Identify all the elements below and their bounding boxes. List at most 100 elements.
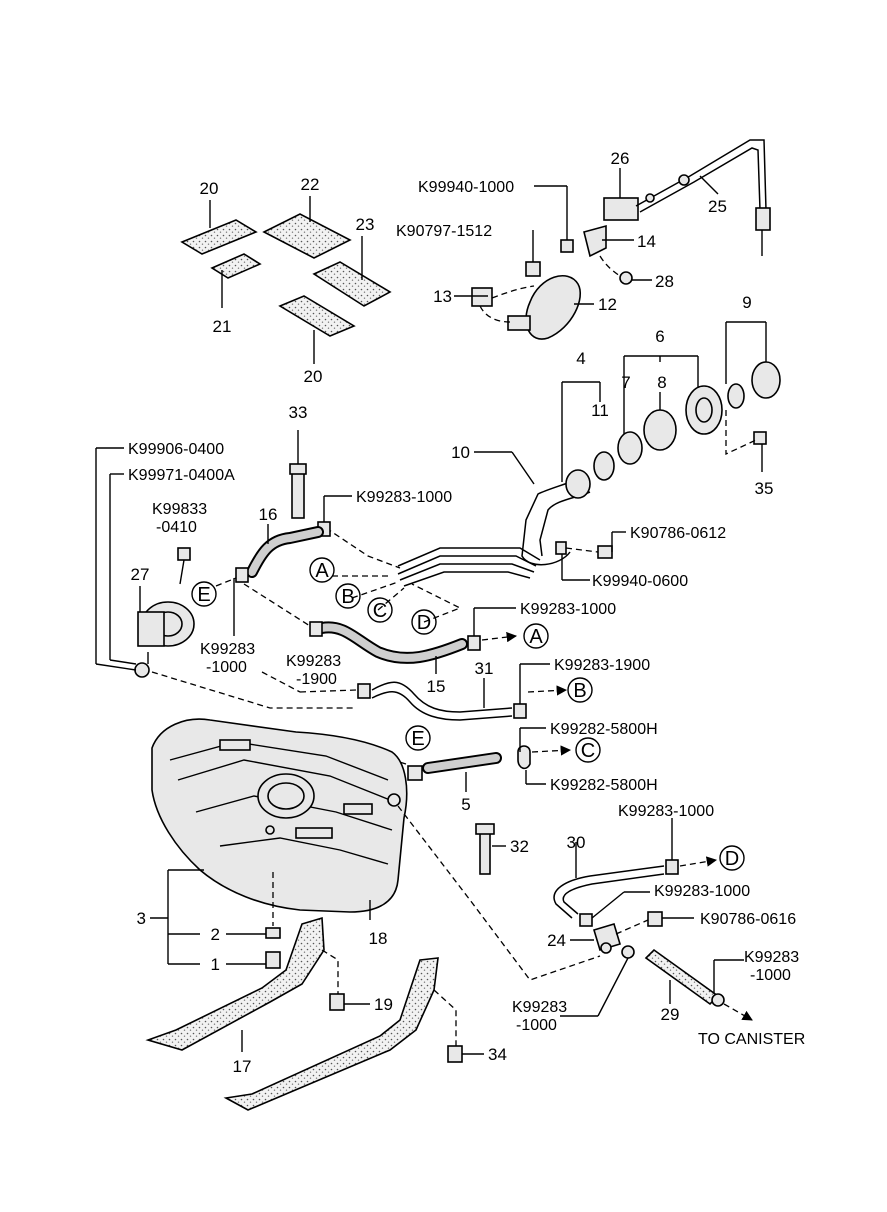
label-18: 18 xyxy=(369,929,388,948)
bracket-14 xyxy=(583,224,607,258)
label-26: 26 xyxy=(611,149,630,168)
bolt-k90786-0612 xyxy=(597,545,613,559)
code-k90786-0612: K90786-0612 xyxy=(630,525,726,542)
label-33: 33 xyxy=(289,403,308,422)
cap-9 xyxy=(751,361,781,399)
insulator-pads xyxy=(180,196,392,364)
svg-text:D: D xyxy=(725,848,739,870)
canister-hose-group xyxy=(553,818,753,1021)
label-17: 17 xyxy=(233,1057,252,1076)
code-k99283-left-line2: -1000 xyxy=(206,659,247,676)
label-30: 30 xyxy=(567,833,586,852)
bolt-1 xyxy=(265,951,281,969)
connector-d-right: D xyxy=(719,845,745,871)
code-k90786-0616: K90786-0616 xyxy=(700,911,796,928)
code-k99283-1000-d: K99283-1000 xyxy=(654,883,750,900)
clip-k99940-0600 xyxy=(555,541,567,555)
hinge-13 xyxy=(471,287,493,307)
label-19: 19 xyxy=(374,995,393,1014)
code-k99282-5800h-a: K99282-5800H xyxy=(550,721,658,738)
pad-20-bottom xyxy=(278,295,356,337)
label-32: 32 xyxy=(510,837,529,856)
code-k99283-left-line1: K99283 xyxy=(200,641,255,658)
svg-text:E: E xyxy=(197,584,210,606)
connector-b-right: B xyxy=(567,677,593,703)
connector-e-pump: E xyxy=(191,581,217,607)
connector-a-right: A xyxy=(523,623,549,649)
tank-straps xyxy=(145,916,484,1111)
pad-22 xyxy=(262,213,352,259)
label-23: 23 xyxy=(356,215,375,234)
clamp-29-right xyxy=(711,993,725,1007)
code-k99940-0600: K99940-0600 xyxy=(592,573,688,590)
connector-c-right: C xyxy=(575,737,601,763)
hose-5-group xyxy=(385,727,572,792)
filler-neck-10 xyxy=(521,479,577,566)
code-k99283-1900: K99283-1900 xyxy=(554,657,650,674)
label-24: 24 xyxy=(547,931,566,950)
latch-26 xyxy=(603,197,639,221)
to-canister-label: TO CANISTER xyxy=(698,1031,805,1048)
code-k99283-1000-a-line: K99283-1000 xyxy=(520,601,616,618)
svg-text:E: E xyxy=(411,728,424,750)
label-21: 21 xyxy=(213,317,232,336)
filler-neck-assembly xyxy=(474,321,781,566)
label-20-top: 20 xyxy=(200,179,219,198)
label-16: 16 xyxy=(259,505,278,524)
pad-23 xyxy=(312,261,392,307)
label-22: 22 xyxy=(301,175,320,194)
connector-d-upper: D xyxy=(411,609,437,635)
clamp-30-left xyxy=(579,913,593,927)
clamp-15-right xyxy=(467,635,481,651)
label-6: 6 xyxy=(655,327,664,346)
label-12: 12 xyxy=(598,295,617,314)
bolt-32 xyxy=(479,827,491,875)
fuel-tank-18 xyxy=(151,718,601,981)
label-10: 10 xyxy=(451,443,470,462)
clamp-e-side xyxy=(235,567,249,583)
hose-30 xyxy=(553,865,665,919)
code-k99283-1000-c: K99283-1000 xyxy=(618,803,714,820)
washer-2 xyxy=(265,927,281,939)
label-1: 1 xyxy=(211,955,220,974)
label-2: 2 xyxy=(211,925,220,944)
bolt-k90797 xyxy=(525,261,541,277)
code-k99283-1900-left-line1: K99283 xyxy=(286,653,341,670)
strap-17 xyxy=(145,916,325,1051)
bolt-34 xyxy=(447,1045,463,1063)
hose-15-group xyxy=(233,578,518,674)
strap-other xyxy=(223,957,439,1111)
clamp-31-left xyxy=(357,683,371,699)
code-k99282-5800h-b: K99282-5800H xyxy=(550,777,658,794)
fuel-sender-27 xyxy=(95,447,356,709)
clamp-5-right xyxy=(517,745,531,770)
label-28: 28 xyxy=(655,272,674,291)
seal-8 xyxy=(643,409,677,451)
code-k99283-right-line2: -1000 xyxy=(750,967,791,984)
code-k99833-line1: K99833 xyxy=(152,501,207,518)
svg-text:A: A xyxy=(315,560,329,582)
svg-text:C: C xyxy=(373,600,387,622)
connector-a-upper: A xyxy=(309,557,335,583)
label-31: 31 xyxy=(475,659,494,678)
connector-c-upper: C xyxy=(367,597,393,623)
svg-text:B: B xyxy=(573,680,586,702)
valve-24 xyxy=(593,923,621,951)
screw-35 xyxy=(753,431,767,445)
label-7: 7 xyxy=(621,373,630,392)
screw-k99833 xyxy=(177,547,191,561)
bolt-33 xyxy=(291,467,305,519)
bolt-19 xyxy=(329,993,345,1011)
pad-21 xyxy=(210,253,262,279)
label-34: 34 xyxy=(488,1045,507,1064)
label-9: 9 xyxy=(742,293,751,312)
tank-port xyxy=(387,793,401,807)
bolt-32-group xyxy=(475,823,506,875)
fuel-filler-lid-assembly xyxy=(454,139,771,340)
clamp-5-left xyxy=(407,765,423,781)
code-k90797-1512: K90797-1512 xyxy=(396,223,492,240)
code-k99283-1000-top: K99283-1000 xyxy=(356,489,452,506)
ring-7 xyxy=(617,431,643,465)
clamp-29-left xyxy=(621,945,635,959)
